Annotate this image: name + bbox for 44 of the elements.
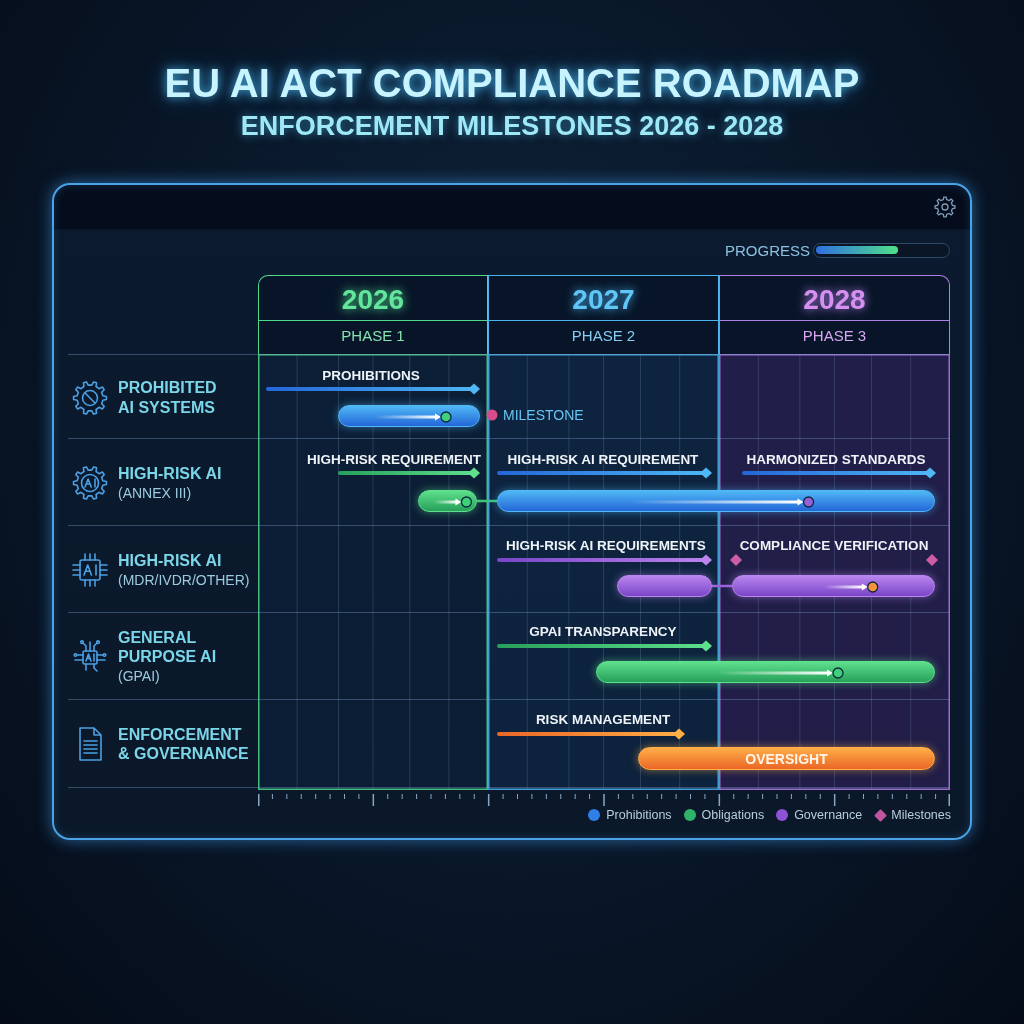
column-header: [258, 275, 488, 354]
timeline-bar: [617, 575, 712, 597]
row-heading: HIGH-RISK AI: [118, 463, 222, 483]
row-heading: PROHIBITED AI SYSTEMS: [118, 378, 218, 417]
connector-line: [477, 499, 497, 503]
timeline-bar: [418, 490, 477, 512]
row-heading: ENFORCEMENT & GOVERNANCE: [118, 724, 250, 764]
legend-label: Prohibitions: [606, 809, 672, 822]
timeline-label: PROHIBITIONS: [322, 369, 420, 383]
timeline-bar: [338, 405, 480, 427]
year-label: 2026: [341, 286, 405, 314]
row-heading: GENERAL PURPOSE AI: [118, 627, 218, 667]
row-subheading: (GPAI): [118, 668, 160, 686]
timeline-label: HIGH-RISK REQUIREMENT: [307, 453, 481, 467]
bar-label: OVERSIGHT: [745, 751, 828, 766]
progress-label: PROGRESS: [725, 243, 811, 258]
row-subheading: (ANNEX III): [118, 484, 192, 502]
table-row: [68, 354, 949, 439]
phase-label: PHASE 1: [259, 320, 487, 353]
subtitle: ENFORCEMENT MILESTONES 2026 - 2028: [240, 113, 784, 140]
timeline-bar: [596, 661, 935, 683]
timeline-label: COMPLIANCE VERIFICATION: [739, 539, 929, 553]
row-subheading: (MDR/IVDR/OTHER): [118, 571, 250, 589]
phase-label: PHASE 3: [720, 320, 949, 353]
milestone-label: MILESTONE: [503, 408, 584, 422]
legend-label: Obligations: [701, 809, 765, 822]
legend-label: Milestones: [891, 809, 951, 822]
column-header: [488, 275, 719, 354]
timeline-label: GPAI TRANSPARENCY: [529, 625, 677, 639]
phase-label: PHASE 2: [489, 320, 718, 353]
timeline-bar: [497, 490, 935, 512]
column-header: [719, 275, 950, 354]
timeline-label: HIGH-RISK AI REQUIREMENT: [507, 453, 699, 467]
row-heading: HIGH-RISK AI: [118, 550, 222, 570]
timeline-label: HIGH-RISK AI REQUIREMENTS: [506, 539, 706, 553]
legend-label: Governance: [794, 809, 863, 822]
timeline-label: RISK MANAGEMENT: [535, 713, 671, 727]
title: EU AI ACT COMPLIANCE ROADMAP: [164, 62, 860, 104]
timeline-label: HARMONIZED STANDARDS: [746, 453, 926, 467]
timeline-bar: [732, 575, 935, 597]
year-label: 2028: [803, 286, 866, 314]
timeline-bar: [638, 747, 935, 770]
year-label: 2027: [572, 286, 635, 314]
connector-line: [712, 584, 732, 588]
